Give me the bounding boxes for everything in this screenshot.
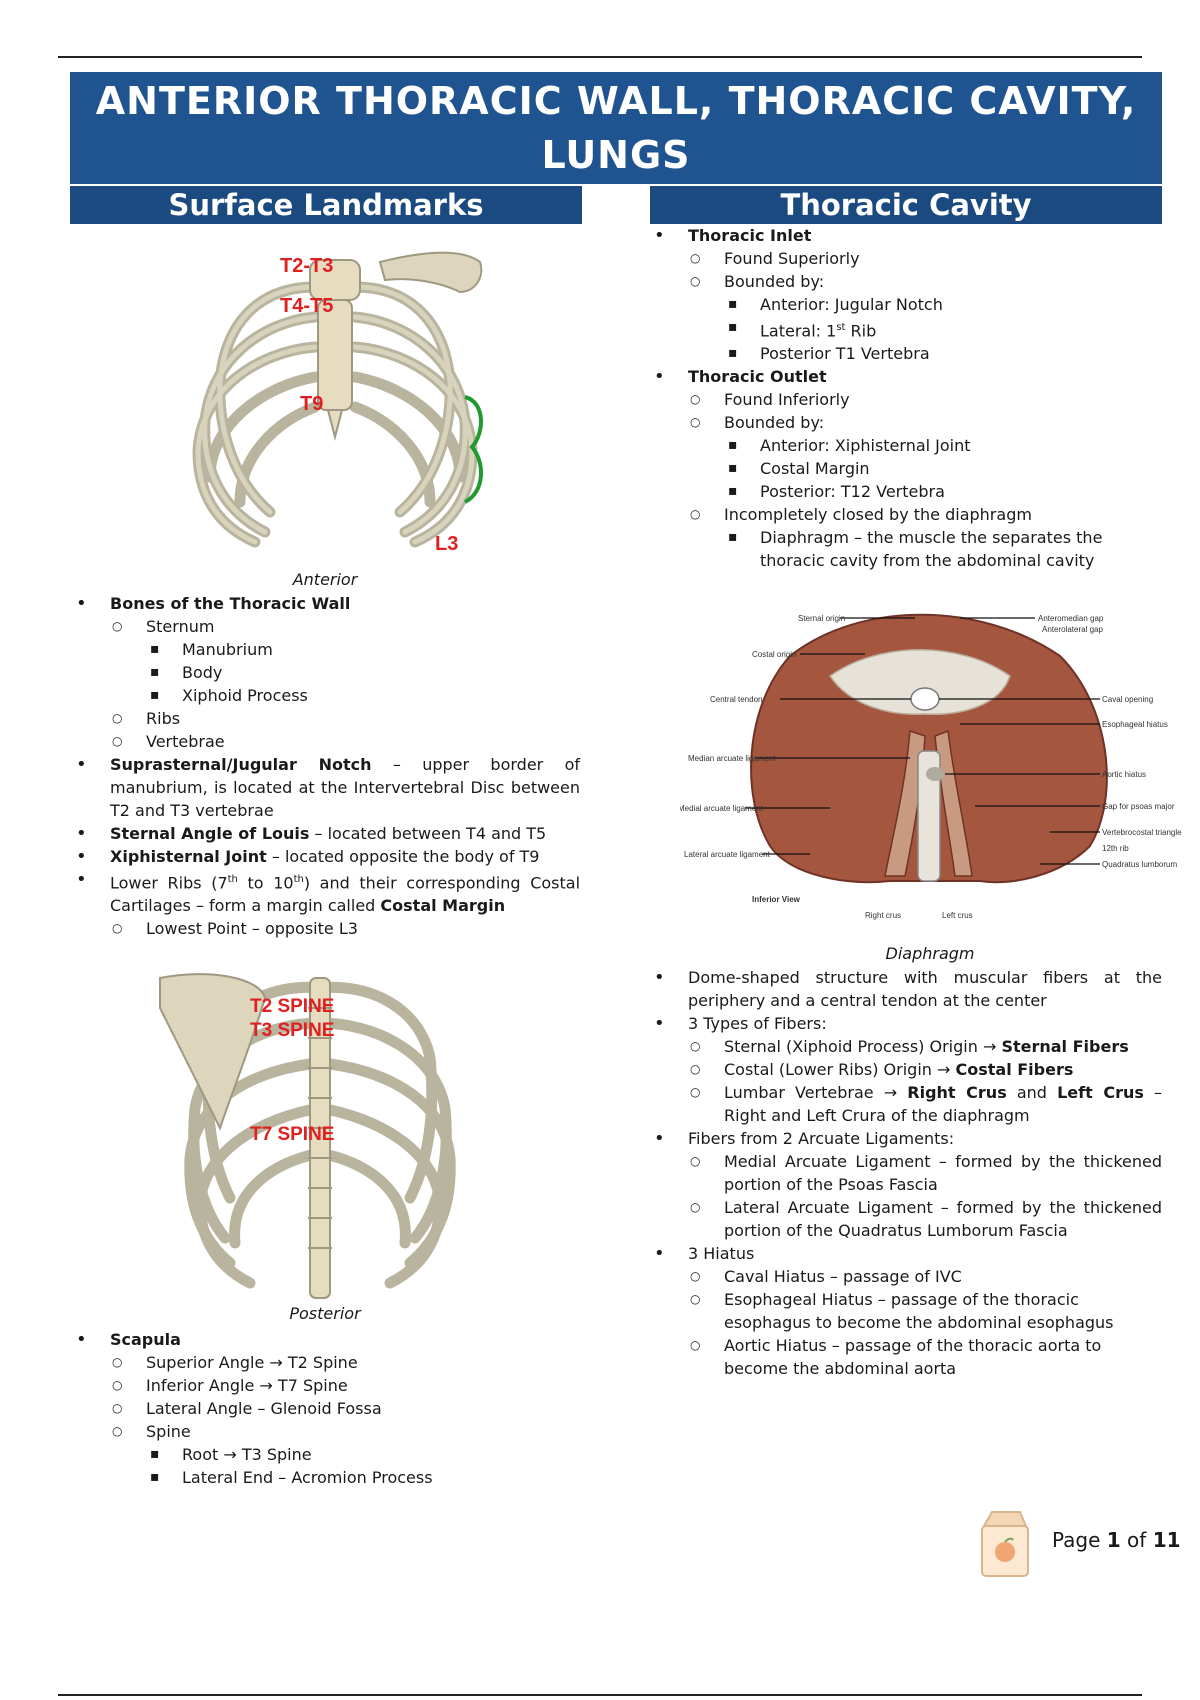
list-item: Medial Arcuate Ligament – formed by the …: [650, 1150, 1162, 1196]
dia-esophageal-hiatus: Esophageal hiatus: [1102, 720, 1168, 729]
list-item: Xiphoid Process: [72, 684, 580, 707]
right-section-header: Thoracic Cavity: [650, 186, 1162, 224]
list-item: Caval Hiatus – passage of IVC: [650, 1265, 1162, 1288]
posterior-ribcage-figure: T2 SPINE T3 SPINE T7 SPINE: [159, 973, 456, 1299]
list-item: Body: [72, 661, 580, 684]
list-item: Scapula: [72, 1328, 580, 1351]
dia-medial-arcuate: Medial arcuate ligament: [680, 804, 764, 813]
dia-lateral-arcuate: Lateral arcuate ligament: [684, 850, 771, 859]
list-item: Lateral End – Acromion Process: [72, 1466, 580, 1489]
list-item: Root → T3 Spine: [72, 1443, 580, 1466]
page-title-banner: ANTERIOR THORACIC WALL, THORACIC CAVITY,…: [70, 72, 1162, 231]
list-item: Bounded by:: [650, 411, 1162, 434]
list-item: Lowest Point – opposite L3: [72, 917, 580, 940]
caption-anterior: Anterior: [292, 570, 358, 589]
list-item: Found Superiorly: [650, 247, 1162, 270]
caption-diaphragm: Diaphragm: [885, 944, 975, 963]
list-item: Costal Margin: [650, 457, 1162, 480]
list-item: Aortic Hiatus – passage of the thoracic …: [650, 1334, 1162, 1380]
list-item: Vertebrae: [72, 730, 580, 753]
diaphragm-figure: Sternal origin Anteromedian gap Anterola…: [680, 613, 1182, 920]
dia-gap-psoas: Gap for psoas major: [1102, 802, 1175, 811]
dia-inferior-view: Inferior View: [752, 895, 801, 904]
caption-posterior: Posterior: [289, 1304, 361, 1323]
list-item: Sternal (Xiphoid Process) Origin → Stern…: [650, 1035, 1162, 1058]
list-item: Diaphragm – the muscle the separates the…: [650, 526, 1162, 572]
bottom-rule: [58, 1694, 1142, 1696]
dia-right-crus: Right crus: [865, 911, 901, 920]
label-t3-spine: T3 SPINE: [250, 1020, 334, 1041]
list-item: Thoracic Outlet: [650, 365, 1162, 388]
list-item: Manubrium: [72, 638, 580, 661]
dia-quadratus: Quadratus lumborum: [1102, 860, 1177, 869]
list-item: Superior Angle → T2 Spine: [72, 1351, 580, 1374]
list-item: Dome-shaped structure with muscular fibe…: [650, 966, 1162, 1012]
list-item: Posterior: T12 Vertebra: [650, 480, 1162, 503]
list-item: Thoracic Inlet: [650, 224, 1162, 247]
list-item: Esophageal Hiatus – passage of the thora…: [650, 1288, 1162, 1334]
dia-caval-opening: Caval opening: [1102, 695, 1153, 704]
top-rule: [58, 56, 1142, 58]
list-item: Incompletely closed by the diaphragm: [650, 503, 1162, 526]
anterior-ribcage-figure: T2-T3 T4-T5 T9 L3: [192, 251, 484, 555]
list-item: Anterior: Xiphisternal Joint: [650, 434, 1162, 457]
list-item: Lumbar Vertebrae → Right Crus and Left C…: [650, 1081, 1162, 1127]
list-item: 3 Types of Fibers:: [650, 1012, 1162, 1035]
list-item: Anterior: Jugular Notch: [650, 293, 1162, 316]
right-column-lower: Dome-shaped structure with muscular fibe…: [650, 966, 1162, 1380]
left-column-lower: Scapula Superior Angle → T2 Spine Inferi…: [72, 1328, 580, 1489]
list-item: Fibers from 2 Arcuate Ligaments:: [650, 1127, 1162, 1150]
list-item: Found Inferiorly: [650, 388, 1162, 411]
label-t2-t3: T2-T3: [280, 255, 333, 277]
dia-vertebrocostal: Vertebrocostal triangle: [1102, 828, 1182, 837]
list-item: Lateral: 1st Rib: [650, 316, 1162, 342]
label-l3: L3: [435, 533, 458, 555]
list-item: Lateral Arcuate Ligament – formed by the…: [650, 1196, 1162, 1242]
list-item: Xiphisternal Joint – located opposite th…: [72, 845, 580, 868]
right-column-upper: Thoracic Inlet Found Superiorly Bounded …: [650, 224, 1162, 572]
list-item: Bounded by:: [650, 270, 1162, 293]
left-column-upper: Bones of the Thoracic Wall Sternum Manub…: [72, 592, 580, 940]
dia-sternal-origin: Sternal origin: [798, 614, 845, 623]
label-t9: T9: [300, 393, 323, 415]
list-item: Bones of the Thoracic Wall: [72, 592, 580, 615]
list-item: Suprasternal/Jugular Notch – upper borde…: [72, 753, 580, 822]
dia-left-crus: Left crus: [942, 911, 973, 920]
dia-median-arcuate: Median arcuate ligament: [688, 754, 776, 763]
label-t2-spine: T2 SPINE: [250, 996, 334, 1017]
dia-anterolateral: Anterolateral gap: [1042, 625, 1103, 634]
label-t4-t5: T4-T5: [280, 295, 333, 317]
list-item: Sternum: [72, 615, 580, 638]
dia-anteromedian: Anteromedian gap: [1038, 614, 1104, 623]
list-item: Posterior T1 Vertebra: [650, 342, 1162, 365]
list-item: Inferior Angle → T7 Spine: [72, 1374, 580, 1397]
list-item: 3 Hiatus: [650, 1242, 1162, 1265]
milk-carton-logo-icon: [981, 1511, 1029, 1577]
label-t7-spine: T7 SPINE: [250, 1124, 334, 1145]
list-item: Ribs: [72, 707, 580, 730]
page-number: Page 1 of 11: [1052, 1528, 1181, 1552]
list-item: Costal (Lower Ribs) Origin → Costal Fibe…: [650, 1058, 1162, 1081]
list-item: Lateral Angle – Glenoid Fossa: [72, 1397, 580, 1420]
title-line-1: ANTERIOR THORACIC WALL, THORACIC CAVITY,…: [95, 79, 1137, 177]
list-item: Spine: [72, 1420, 580, 1443]
dia-rib12: 12th rib: [1102, 844, 1129, 853]
dia-costal-origin: Costal origin: [752, 650, 796, 659]
list-item: Sternal Angle of Louis – located between…: [72, 822, 580, 845]
left-section-header: Surface Landmarks: [70, 186, 582, 224]
dia-aortic-hiatus: Aortic hiatus: [1102, 770, 1146, 779]
list-item: Lower Ribs (7th to 10th) and their corre…: [72, 868, 580, 917]
dia-central-tendon: Central tendon: [710, 695, 762, 704]
